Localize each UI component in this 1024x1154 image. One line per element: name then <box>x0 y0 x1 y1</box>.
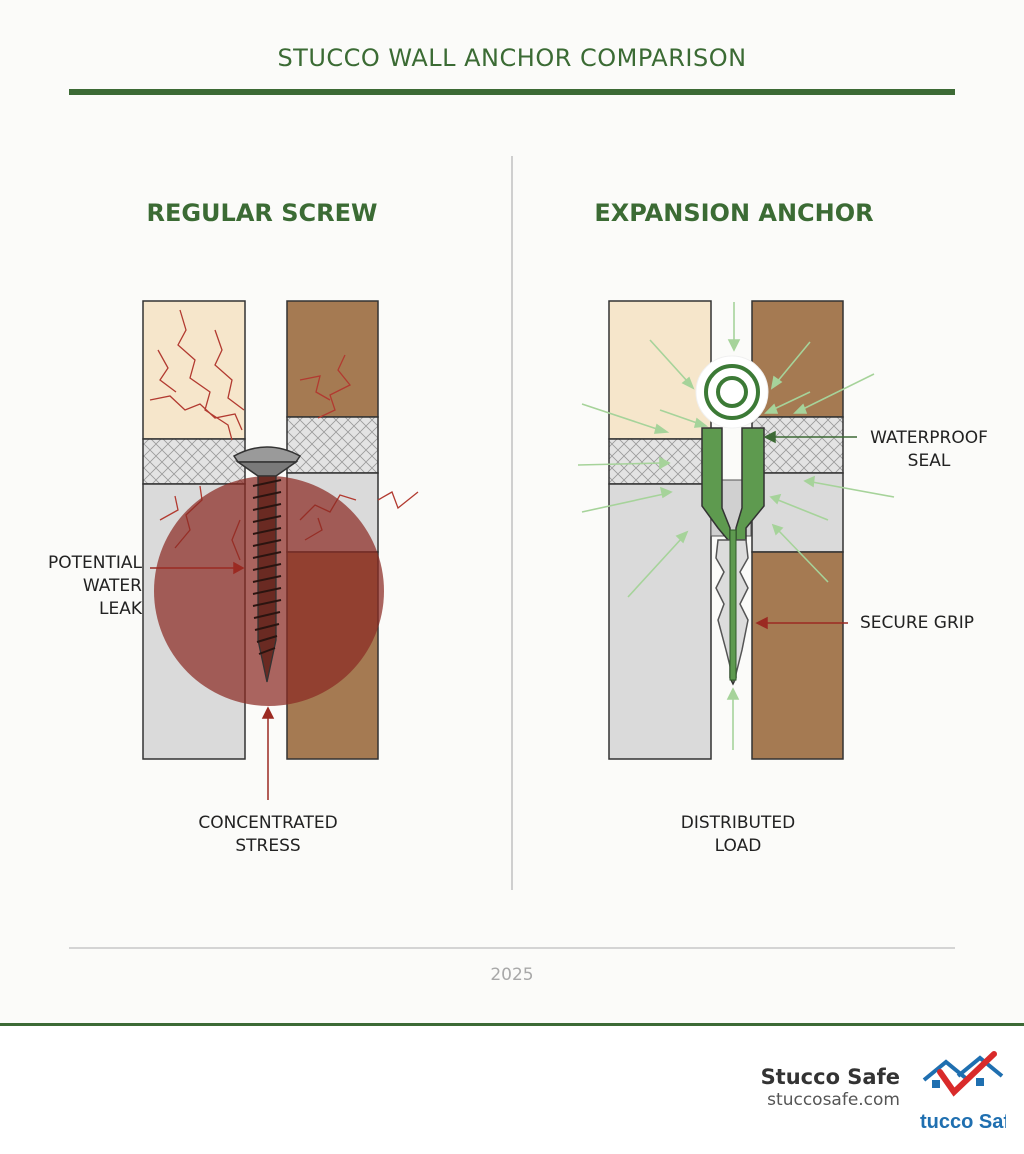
footer <box>0 1026 1024 1154</box>
water-leak-label: POTENTIAL WATER LEAK <box>40 552 142 621</box>
waterproof-seal-label: WATERPROOF SEAL <box>862 427 996 473</box>
concentrated-stress-label: CONCENTRATED STRESS <box>180 812 356 858</box>
seal-arrow <box>763 430 857 444</box>
anchor-icon <box>701 427 765 686</box>
screw-icon <box>232 446 302 683</box>
logo-text: tucco Saf <box>920 1111 1006 1133</box>
concentrated-stress-label-line2: STRESS <box>235 836 301 856</box>
sheathing-layer <box>751 472 844 553</box>
grip-arrow <box>755 616 848 630</box>
wood-layer <box>286 300 379 418</box>
stucco-safe-logo-icon: tucco Saf <box>920 1051 1006 1133</box>
water-leak-label-line2: WATER LEAK <box>82 576 142 619</box>
expansion-anchor-diagram <box>577 300 895 760</box>
force-arrows <box>577 302 895 750</box>
footer-rule <box>0 1023 1024 1026</box>
page-title: STUCCO WALL ANCHOR COMPARISON <box>277 44 747 72</box>
mesh-layer <box>751 416 844 474</box>
mesh-layer <box>142 438 246 485</box>
secure-grip-label: SECURE GRIP <box>860 613 975 633</box>
stress-arrow <box>261 706 275 800</box>
water-leak-label-line1: POTENTIAL <box>48 553 142 573</box>
expansion-anchor-title: EXPANSION ANCHOR <box>594 199 874 227</box>
title-rule <box>69 89 955 95</box>
leak-arrow <box>150 561 245 575</box>
sheathing-layer <box>608 483 712 760</box>
stucco-layer <box>142 300 246 440</box>
bottom-rule <box>69 947 955 949</box>
stucco-layer <box>608 300 712 440</box>
year-label: 2025 <box>490 965 534 985</box>
panel-divider <box>511 156 513 890</box>
brand-url: stuccosafe.com <box>767 1090 900 1110</box>
wood-layer <box>751 551 844 760</box>
distributed-load-label-line1: DISTRIBUTED <box>680 813 796 833</box>
mesh-layer <box>286 416 379 474</box>
concentrated-stress-label-line1: CONCENTRATED <box>198 813 338 833</box>
washer-icon <box>695 355 769 429</box>
waterproof-seal-label-line1: WATERPROOF <box>870 428 988 448</box>
distributed-load-label-line2: LOAD <box>714 836 762 856</box>
brand-name: Stucco Safe <box>760 1065 900 1089</box>
regular-screw-title: REGULAR SCREW <box>146 199 378 227</box>
regular-screw-diagram <box>142 300 419 800</box>
distributed-load-label: DISTRIBUTED LOAD <box>660 812 816 858</box>
waterproof-seal-label-line2: SEAL <box>907 451 951 471</box>
